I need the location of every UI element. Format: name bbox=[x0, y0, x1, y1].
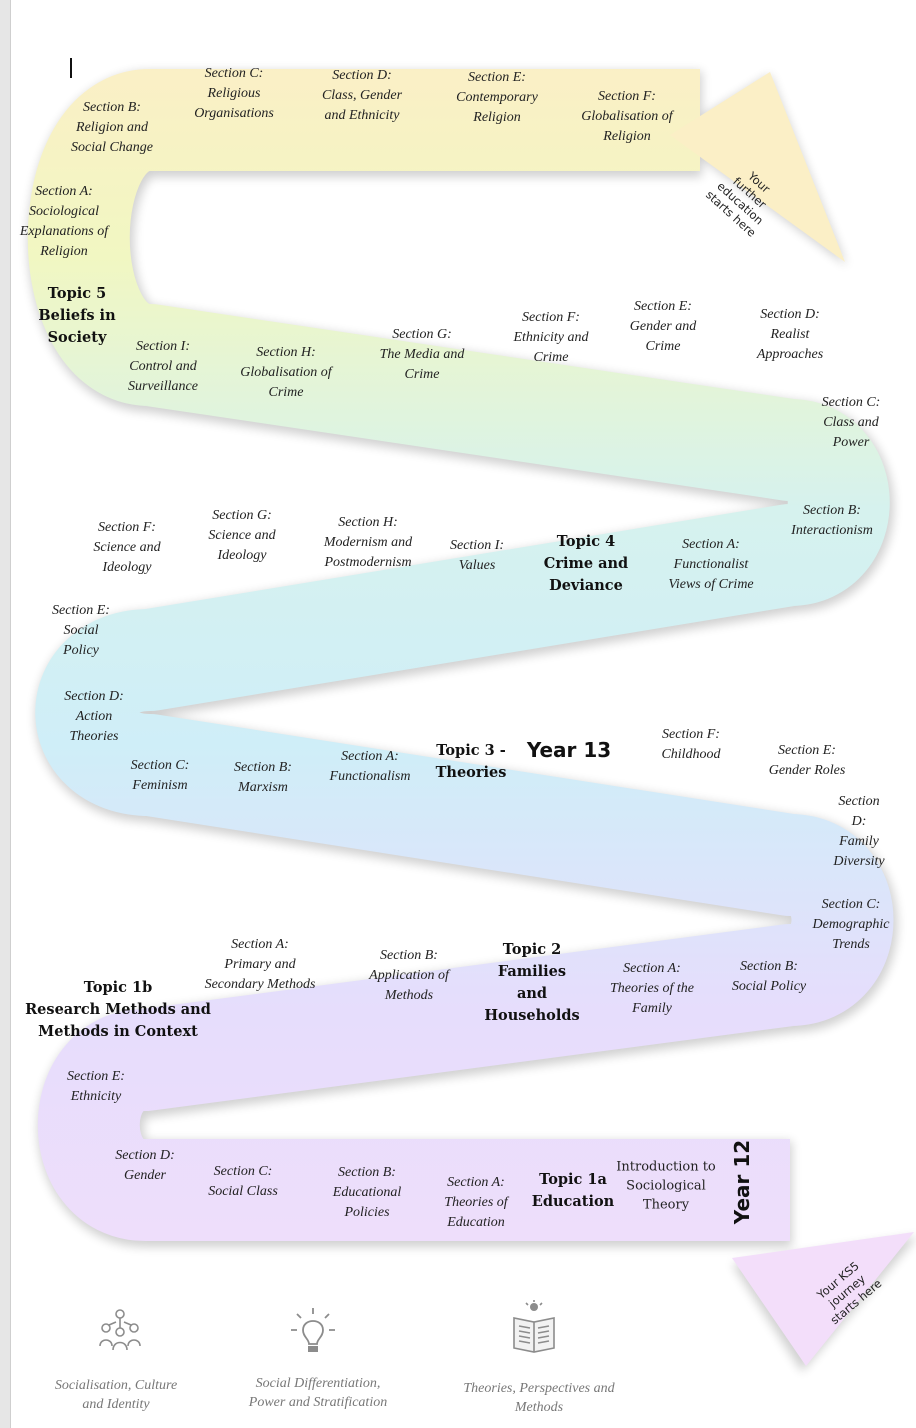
section-i-values: Section I: Values bbox=[449, 538, 505, 573]
topic-3-theories: Topic 3 - Theories bbox=[435, 742, 507, 781]
section-f-science-and-ideology: Section F: Science and Ideology bbox=[93, 520, 161, 575]
section-f-globalisation-of-religion: Section F: Globalisation of Religion bbox=[581, 89, 673, 144]
section-a-theories-of-the-family: Section A: Theories of the Family bbox=[610, 961, 694, 1016]
section-d-gender: Section D: Gender bbox=[115, 1148, 175, 1183]
intro-sociological-theory: Introduction to Sociological Theory bbox=[616, 1159, 716, 1213]
section-c-social-class: Section C: Social Class bbox=[208, 1164, 278, 1199]
section-h-globalisation-of-crime: Section H: Globalisation of Crime bbox=[240, 345, 332, 400]
section-e-contemporary-religion: Section E: Contemporary Religion bbox=[456, 70, 538, 125]
section-e-ethnicity: Section E: Ethnicity bbox=[67, 1069, 125, 1104]
text-cursor bbox=[70, 58, 72, 78]
section-d-realist-approaches: Section D: Realist Approaches bbox=[756, 307, 824, 362]
section-e-gender-and-crime: Section E: Gender and Crime bbox=[629, 299, 697, 354]
people-network-icon bbox=[96, 1306, 144, 1358]
section-b-application-of-methods: Section B: Application of Methods bbox=[369, 948, 449, 1003]
legend-theories-perspectives-methods: Theories, Perspectives and Methods bbox=[463, 1381, 615, 1415]
lightbulb-icon bbox=[289, 1306, 337, 1362]
legend-socialisation-culture-identity: Socialisation, Culture and Identity bbox=[54, 1378, 178, 1412]
section-b-social-policy: Section B: Social Policy bbox=[731, 959, 807, 994]
start-arrow-head bbox=[732, 1232, 914, 1366]
section-e-gender-roles: Section E: Gender Roles bbox=[768, 743, 846, 778]
section-h-modernism-postmodernism: Section H: Modernism and Postmodernism bbox=[323, 515, 413, 570]
open-book-icon bbox=[510, 1300, 558, 1360]
section-d-family-diversity: Section D: Family Diversity bbox=[833, 794, 885, 869]
section-f-ethnicity-and-crime: Section F: Ethnicity and Crime bbox=[513, 310, 589, 365]
year-13-label: Year 13 bbox=[526, 738, 612, 762]
section-b-interactionism: Section B: Interactionism bbox=[791, 503, 873, 538]
topic-4-crime-and-deviance: Topic 4 Crime and Deviance bbox=[543, 533, 629, 594]
section-a-primary-secondary-methods: Section A: Primary and Secondary Methods bbox=[204, 937, 316, 992]
section-i-control-and-surveillance: Section I: Control and Surveillance bbox=[128, 339, 198, 394]
section-e-social-policy: Section E: Social Policy bbox=[52, 603, 110, 658]
section-c-demographic-trends: Section C: Demographic Trends bbox=[812, 897, 890, 952]
section-a-functionalism: Section A: Functionalism bbox=[329, 749, 411, 784]
section-f-childhood: Section F: Childhood bbox=[661, 727, 721, 762]
road-band bbox=[27, 69, 894, 1241]
section-b-marxism: Section B: Marxism bbox=[234, 760, 292, 795]
topic-1b-research-methods: Topic 1b Research Methods and Methods in… bbox=[25, 979, 211, 1040]
section-a-theories-of-education: Section A: Theories of Education bbox=[444, 1175, 508, 1230]
topic-5-beliefs-in-society: Topic 5 Beliefs in Society bbox=[38, 285, 116, 346]
section-c-religious-organisations: Section C: Religious Organisations bbox=[194, 66, 274, 121]
section-g-media-and-crime: Section G: The Media and Crime bbox=[379, 327, 465, 382]
end-arrow-head bbox=[670, 72, 845, 262]
section-a-functionalist-views-of-crime: Section A: Functionalist Views of Crime bbox=[668, 537, 754, 592]
topic-1a-education: Topic 1a Education bbox=[531, 1171, 615, 1210]
section-c-feminism: Section C: Feminism bbox=[130, 758, 190, 793]
left-margin-bar bbox=[0, 0, 11, 1428]
year-12-label: Year 12 bbox=[730, 1139, 754, 1225]
section-g-science-and-ideology: Section G: Science and Ideology bbox=[208, 508, 276, 563]
section-b-educational-policies: Section B: Educational Policies bbox=[332, 1165, 402, 1220]
section-a-sociological-explanations-of-religion: Section A: Sociological Explanations of … bbox=[19, 184, 109, 259]
legend-social-differentiation: Social Differentiation, Power and Strati… bbox=[248, 1376, 388, 1410]
section-c-class-and-power: Section C: Class and Power bbox=[821, 395, 881, 450]
topic-2-families-households: Topic 2 Families and Households bbox=[484, 941, 580, 1024]
section-d-action-theories: Section D: Action Theories bbox=[64, 689, 124, 744]
section-d-class-gender-ethnicity: Section D: Class, Gender and Ethnicity bbox=[321, 68, 403, 123]
section-b-religion-and-social-change: Section B: Religion and Social Change bbox=[70, 100, 154, 155]
